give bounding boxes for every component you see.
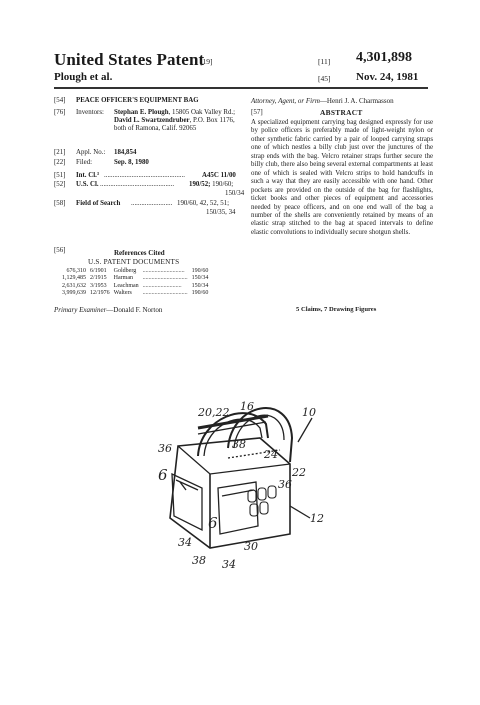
- carry-strap-2: [227, 407, 294, 463]
- reference-date: 6/1901: [90, 268, 107, 274]
- ref-label-12: 12: [310, 512, 324, 525]
- reference-name: Leachman: [113, 282, 139, 289]
- us-cl-leader: ........................................…: [100, 181, 175, 188]
- header-divider: [54, 87, 428, 89]
- ref-label-6b: 6: [208, 514, 218, 532]
- reference-leader: ..............................: [142, 275, 188, 282]
- inid-code-58: [58]: [54, 200, 66, 207]
- inventors-label: Inventors:: [76, 109, 104, 116]
- ref-label-30: 30: [244, 540, 258, 553]
- int-cl-leader: ........................................…: [104, 172, 185, 179]
- inid-code-22: [22]: [54, 159, 66, 166]
- ref-label-38b: 38: [192, 554, 206, 567]
- inid-code-21: [21]: [54, 149, 66, 156]
- inid-code-11: [11]: [318, 57, 331, 66]
- inventors-short: Plough et al.: [54, 71, 113, 83]
- reference-leader: ..........................: [142, 282, 182, 289]
- inid-code-54: [54]: [54, 97, 66, 104]
- int-cl-label: Int. Cl.³: [76, 172, 99, 179]
- reference-cls: 190/60: [191, 290, 209, 297]
- patent-date: Nov. 24, 1981: [356, 71, 419, 83]
- filed-label: Filed:: [76, 159, 93, 166]
- patent-drawing-figure: 10 20,22 16 36 38 6 24 22 36 12 6 34 30 …: [158, 400, 324, 571]
- inventor-2-address: , P.O. Box 1176, both of Ramona, Calif. …: [114, 117, 235, 133]
- us-cl-label: U.S. Cl.: [76, 181, 99, 188]
- us-cl-value-cont: 150/34: [225, 190, 245, 197]
- inventor-1-name: Stephan E. Plough: [114, 109, 169, 116]
- ref-label-16: 16: [240, 400, 254, 413]
- ref-label-38: 38: [232, 438, 246, 451]
- abstract-heading: ABSTRACT: [320, 108, 363, 117]
- abstract-text: A specialized equipment carrying bag des…: [251, 119, 433, 236]
- attorney-line: Attorney, Agent, or Firm—Henri J. A. Cha…: [251, 97, 394, 105]
- front-pocket: [217, 481, 259, 535]
- reference-date: 12/1976: [90, 290, 110, 297]
- zipper: [227, 449, 281, 459]
- int-cl-value: A45C 11/00: [202, 172, 236, 179]
- inventor-1-address: , 15805 Oak Valley Rd.;: [168, 109, 236, 116]
- us-patent-documents-heading: U.S. PATENT DOCUMENTS: [88, 258, 180, 266]
- billy-club: [197, 414, 269, 430]
- reference-cls: 150/34: [191, 282, 209, 289]
- field-of-search-value-cont: 150/35, 34: [206, 209, 236, 216]
- inid-code-57: [57]: [251, 108, 263, 116]
- patent-number: 4,301,898: [356, 50, 412, 65]
- ref-label-6a: 6: [158, 466, 168, 484]
- us-cl-value: 190/52; 190/60;: [189, 181, 234, 188]
- reference-no: 3,999,639: [62, 290, 86, 297]
- ref-label-34b: 34: [222, 558, 236, 571]
- invention-title: PEACE OFFICER'S EQUIPMENT BAG: [76, 97, 199, 104]
- reference-cls: 150/34: [191, 275, 209, 282]
- reference-name: Harman: [113, 275, 133, 282]
- inid-code-56: [56]: [54, 247, 66, 254]
- field-of-search-label: Field of Search: [76, 200, 121, 207]
- end-pocket: [171, 472, 203, 532]
- inid-code-19: [19]: [200, 57, 213, 66]
- ref-label-24: 24: [263, 448, 278, 461]
- ref-label-36a: 36: [158, 442, 172, 455]
- inid-code-45: [45]: [318, 74, 331, 83]
- filed-value: Sep. 8, 1980: [114, 159, 149, 166]
- ref-label-34: 34: [178, 536, 192, 549]
- reference-row: 2,631,632 3/1953 Leachman.................…: [60, 283, 210, 290]
- appl-no-label: Appl. No.:: [76, 149, 106, 156]
- bag-body: [169, 437, 291, 549]
- patent-header-title: United States Patent: [54, 50, 205, 69]
- ref-label-10: 10: [302, 406, 316, 419]
- shotgun-shells: [247, 485, 277, 517]
- reference-leader: ............................: [142, 268, 185, 274]
- field-of-search-value: 190/60, 42, 52, 51;: [177, 200, 230, 207]
- ref-label-36b: 36: [278, 478, 292, 491]
- reference-no: 1,129,485: [62, 275, 86, 282]
- claims-count: 5 Claims, 7 Drawing Figures: [296, 306, 377, 313]
- inventor-2-name: David L. Swartzendruber: [114, 117, 190, 125]
- reference-cls: 190/60: [191, 268, 209, 274]
- reference-name: Walters: [113, 290, 132, 297]
- reference-leader: ..............................: [142, 290, 188, 297]
- reference-date: 3/1953: [90, 282, 107, 289]
- inventors-value: Stephan E. Plough, 15805 Oak Valley Rd.;…: [114, 109, 244, 134]
- appl-no-value: 184,854: [114, 149, 137, 156]
- reference-no: 676,310: [66, 268, 87, 274]
- inid-code-52: [52]: [54, 181, 66, 188]
- reference-row: 1,129,485 2/1915 Harman...................…: [60, 275, 210, 282]
- reference-name: Goldberg: [113, 268, 137, 274]
- inid-code-76: [76]: [54, 109, 66, 116]
- inid-code-51: [51]: [54, 172, 66, 179]
- field-of-search-leader: ........................: [131, 200, 173, 207]
- primary-examiner: Primary Examiner—Donald F. Norton: [54, 306, 163, 314]
- ref-label-20-22: 20,22: [197, 406, 230, 419]
- ref-label-22: 22: [291, 466, 306, 479]
- reference-date: 2/1915: [90, 275, 107, 282]
- reference-no: 2,631,632: [62, 282, 86, 289]
- references-cited-heading: References Cited: [114, 249, 165, 257]
